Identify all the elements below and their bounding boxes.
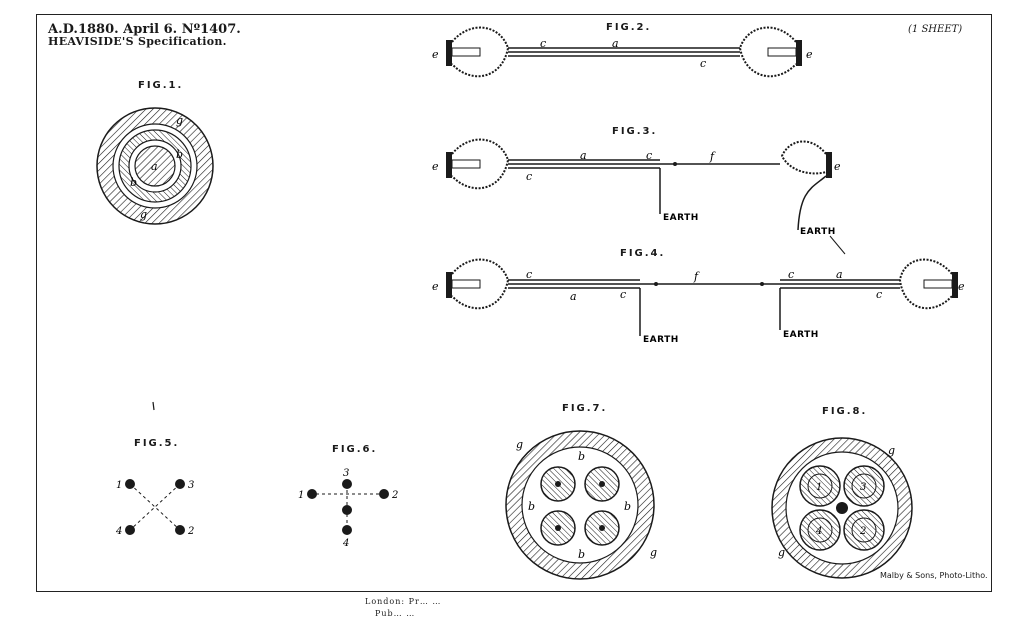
fig7-letter-g-top: g xyxy=(516,438,523,451)
fig5-point-4: 4 xyxy=(115,526,122,537)
publisher-line-1: London: Pr… … xyxy=(365,597,442,606)
fig3-label: FIG.3. xyxy=(612,126,658,137)
fig5-point-2: 2 xyxy=(187,526,194,537)
fig2-label: FIG.2. xyxy=(606,22,652,33)
fig4-letter-c-3: c xyxy=(788,268,794,281)
fig4-letter-c-2: c xyxy=(620,288,626,301)
sheet-count-note: (1 SHEET) xyxy=(908,24,963,35)
fig4-letter-f: f xyxy=(693,270,700,283)
fig3-letter-c-right: c xyxy=(646,149,652,162)
fig3-earth-left: EARTH xyxy=(663,213,699,223)
fig8-point-1: 1 xyxy=(816,482,822,493)
fig4-letter-e-left: e xyxy=(432,280,439,293)
fig2-letter-e-left: e xyxy=(432,48,439,61)
fig6-point-4: 4 xyxy=(342,538,349,549)
fig8-cable-section: g g 1 3 4 2 xyxy=(771,437,913,579)
stray-mark xyxy=(152,401,155,411)
fig7-letter-b-top: b xyxy=(578,450,585,463)
fig4-letter-a-right: a xyxy=(836,268,843,281)
fig8-letter-g-top: g xyxy=(888,444,895,457)
fig8-letter-g-bottom: g xyxy=(778,546,785,559)
fig3-circuit: EARTH EARTH e e a c c f xyxy=(432,138,841,237)
fig1-letter-g2: g xyxy=(140,208,147,221)
stray-mark-2 xyxy=(829,235,846,255)
fig6-label: FIG.6. xyxy=(332,444,378,455)
fig1-label: FIG.1. xyxy=(138,80,184,91)
fig3-letter-f: f xyxy=(709,150,716,163)
publisher-line-2: Pub… … xyxy=(375,609,416,618)
fig4-label: FIG.4. xyxy=(620,248,666,259)
fig6-point-1: 1 xyxy=(298,490,304,501)
fig3-letter-e-right: e xyxy=(834,160,841,173)
fig1-cable-section: a b b g g xyxy=(96,107,214,225)
fig2-letter-c-top: c xyxy=(540,37,546,50)
fig6-wire-arrangement: 1 2 3 4 xyxy=(298,468,398,549)
fig3-letter-c-left: c xyxy=(526,170,532,183)
fig7-letter-b-right: b xyxy=(624,500,631,513)
fig7-letter-b-left: b xyxy=(528,500,535,513)
lithographer-credit: Malby & Sons, Photo-Litho. xyxy=(880,571,988,580)
fig5-label: FIG.5. xyxy=(134,438,180,449)
fig3-earth-right: EARTH xyxy=(800,227,836,237)
fig6-point-2: 2 xyxy=(391,490,398,501)
fig5-point-1: 1 xyxy=(116,480,122,491)
fig2-letter-c-bottom: c xyxy=(700,57,706,70)
fig1-letter-g: g xyxy=(176,114,183,127)
fig1-letter-b2: b xyxy=(130,176,137,189)
fig5-point-3: 3 xyxy=(188,480,194,491)
patent-header-title: HEAVISIDE'S Specification. xyxy=(48,35,227,48)
fig4-letter-c-1: c xyxy=(526,268,532,281)
fig5-wire-arrangement: 1 3 4 2 xyxy=(115,479,194,537)
fig3-letter-e-left: e xyxy=(432,160,439,173)
fig4-letter-e-right: e xyxy=(958,280,965,293)
fig7-letter-g-bottom: g xyxy=(650,546,657,559)
fig7-cable-section: g g b b b b xyxy=(505,430,657,580)
fig4-letter-a-left: a xyxy=(570,290,577,303)
fig2-circuit: e e c a c xyxy=(432,26,813,78)
fig4-circuit: EARTH EARTH e e c a c f c a c xyxy=(432,258,965,345)
fig6-point-3: 3 xyxy=(343,468,349,479)
fig4-earth-left: EARTH xyxy=(643,335,679,345)
fig8-point-2: 2 xyxy=(859,526,866,537)
fig3-letter-a: a xyxy=(580,149,587,162)
fig1-letter-b: b xyxy=(176,148,183,161)
fig8-label: FIG.8. xyxy=(822,406,868,417)
fig4-letter-c-4: c xyxy=(876,288,882,301)
fig4-earth-right: EARTH xyxy=(783,330,819,340)
fig7-label: FIG.7. xyxy=(562,403,608,414)
fig1-letter-a: a xyxy=(151,160,158,173)
fig8-point-4: 4 xyxy=(815,526,822,537)
patent-header-date: A.D.1880. April 6. Nº1407. xyxy=(48,22,241,37)
fig2-letter-e-right: e xyxy=(806,48,813,61)
fig7-letter-b-bottom: b xyxy=(578,548,585,561)
fig8-point-3: 3 xyxy=(860,482,866,493)
fig2-letter-a: a xyxy=(612,37,619,50)
